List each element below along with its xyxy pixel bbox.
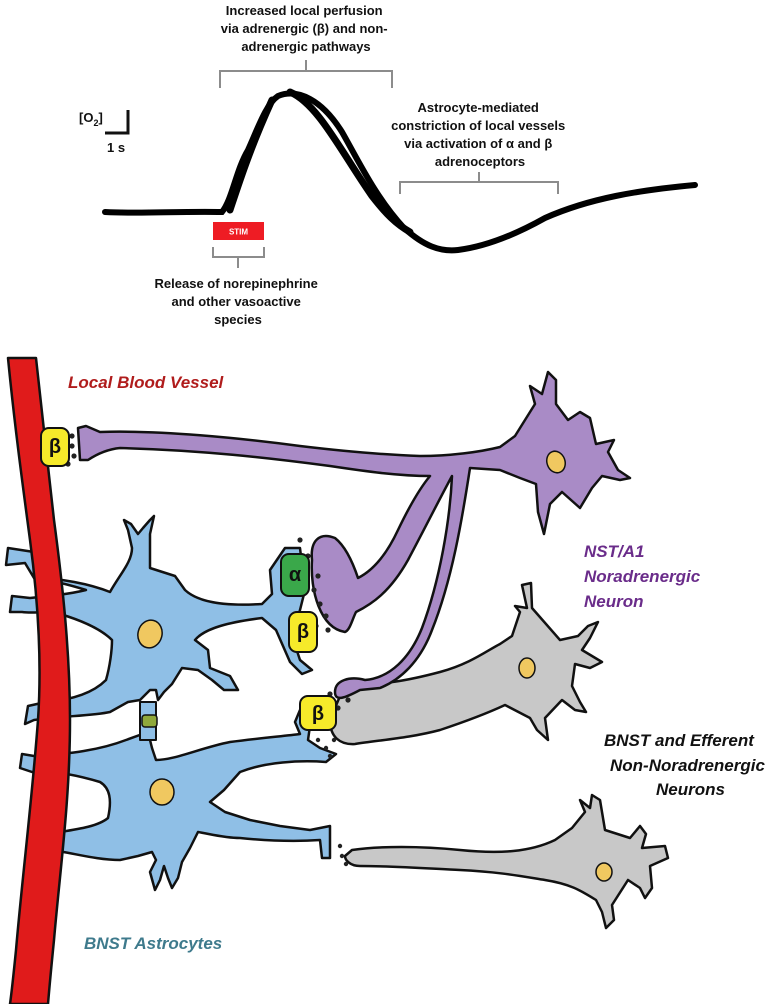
- perfusion-annotation-line: Increased local perfusion: [226, 3, 383, 18]
- release-annotation-line: Release of norepinephrine: [155, 276, 318, 291]
- noradrenergic-label-line: NST/A1: [584, 542, 644, 561]
- blood-vessel: [6, 356, 72, 1004]
- oxygen-trace: [102, 90, 698, 254]
- astrocyte-body: [4, 514, 314, 726]
- constriction-bracket: [399, 172, 559, 194]
- perfusion-annotation-line: via adrenergic (β) and non-: [221, 21, 388, 36]
- release-annotation: Release of norepinephrine and other vaso…: [155, 276, 322, 327]
- constriction-annotation-line: constriction of local vessels: [391, 118, 565, 133]
- release-annotation-line: and other vasoactive: [172, 294, 301, 309]
- beta-symbol: β: [49, 436, 61, 458]
- bnst-neuron-body: [343, 793, 670, 930]
- oxygen-trace-panel: Increased local perfusion via adrenergic…: [79, 3, 698, 327]
- efferent-label: BNST and Efferent Non-Noradrenergic Neur…: [604, 731, 770, 799]
- bnst-neuron-upper: [328, 581, 604, 746]
- stim-bracket: [212, 247, 265, 268]
- beta-symbol: β: [297, 621, 309, 643]
- efferent-label-line: Non-Noradrenergic: [610, 756, 765, 775]
- cell-diagram: β α β β Local Blood Vessel NST/A1 Noradr…: [4, 356, 770, 1004]
- stim-label: STIM: [229, 228, 248, 237]
- o2-scale-label: [O2]: [79, 110, 103, 128]
- receptor-beta-neuron: β: [299, 695, 337, 731]
- astrocytes-label: BNST Astrocytes: [84, 934, 222, 953]
- efferent-label-line: Neurons: [656, 780, 725, 799]
- astrocyte-upper: [4, 514, 314, 726]
- efferent-label-line: BNST and Efferent: [604, 731, 755, 750]
- constriction-annotation-line: adrenoceptors: [435, 154, 525, 169]
- alpha-symbol: α: [289, 564, 302, 586]
- constriction-annotation-line: via activation of α and β: [404, 136, 552, 151]
- astrocyte-lower: [18, 708, 338, 892]
- nucleus: [518, 657, 536, 679]
- noradrenergic-label-line: Neuron: [584, 592, 644, 611]
- nucleus: [595, 862, 613, 882]
- constriction-annotation: Astrocyte-mediated constriction of local…: [391, 100, 569, 169]
- perfusion-annotation: Increased local perfusion via adrenergic…: [221, 3, 391, 54]
- noradrenergic-neuron: [76, 370, 632, 700]
- bnst-neuron-lower: [343, 793, 670, 930]
- receptor-beta-vessel: β: [40, 427, 70, 467]
- nucleus: [545, 450, 567, 474]
- release-annotation-line: species: [214, 312, 262, 327]
- noradrenergic-label: NST/A1 Noradrenergic Neuron: [584, 542, 705, 611]
- perfusion-annotation-line: adrenergic pathways: [241, 39, 370, 54]
- stim-marker: [213, 222, 264, 240]
- nucleus: [149, 778, 175, 806]
- astrocyte-body: [18, 708, 338, 892]
- constriction-annotation-line: Astrocyte-mediated: [418, 100, 539, 115]
- scale-bar: [105, 110, 130, 135]
- noradrenergic-label-line: Noradrenergic: [584, 567, 701, 586]
- vessel-label: Local Blood Vessel: [68, 373, 225, 392]
- receptor-beta-astrocyte: β: [288, 611, 318, 653]
- oxygen-trace-thick: [226, 88, 414, 236]
- time-scale-label: 1 s: [107, 140, 125, 155]
- nucleus: [137, 619, 163, 649]
- beta-symbol: β: [312, 703, 324, 725]
- receptor-alpha-astrocyte: α: [280, 553, 310, 597]
- gap-junction: [141, 714, 158, 728]
- perfusion-bracket: [219, 60, 393, 88]
- noradrenergic-neuron-body: [76, 370, 632, 700]
- bnst-neuron-body: [328, 581, 604, 746]
